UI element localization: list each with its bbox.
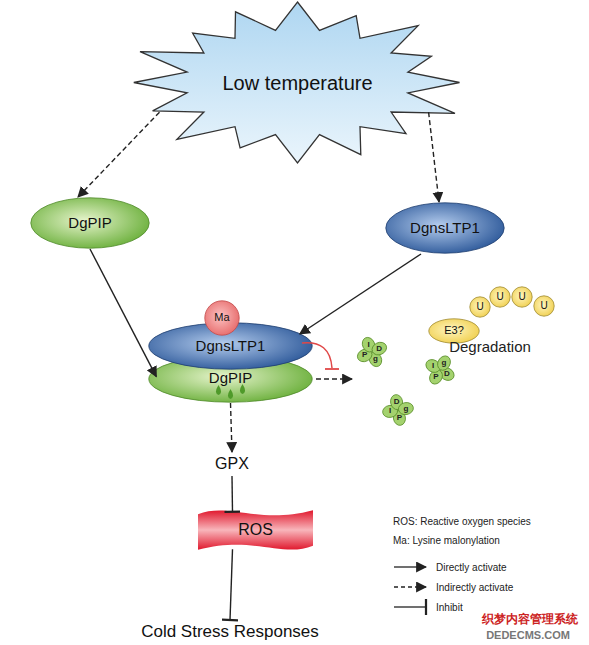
fragment-petal <box>437 365 456 383</box>
banner-node: ROS <box>198 506 313 554</box>
inhibit-connector <box>230 549 233 620</box>
protein-ellipse: DgnsLTP1 <box>385 202 505 254</box>
fragment-petal <box>427 367 445 386</box>
node-text: DgPIP <box>68 214 111 232</box>
legend-row: Inhibit <box>393 600 463 614</box>
fragment-petal <box>382 404 399 418</box>
fragment-letter: P <box>362 351 367 361</box>
starburst-shape <box>134 2 460 163</box>
legend-sample <box>393 600 429 614</box>
legend-text: Indirectly activate <box>436 582 513 593</box>
indirect-arrow <box>231 403 233 452</box>
ubiquitin-circle: U <box>511 286 533 308</box>
fragment-petal <box>435 354 453 373</box>
note-text: Ma: Lysine malonylation <box>393 535 500 547</box>
ellipse-shape <box>490 287 510 307</box>
node-text: U <box>476 301 483 313</box>
direct-arrow <box>300 254 421 334</box>
fragment-petal <box>355 347 374 364</box>
inhibit-connector <box>231 476 233 512</box>
fragment-letter: D <box>376 344 382 354</box>
fragment-letter: D <box>394 397 400 407</box>
fragment-petal <box>389 394 403 411</box>
fragment-petal <box>370 340 389 357</box>
ellipse-shape <box>205 301 239 335</box>
ubiquitin-circle: U <box>533 295 555 317</box>
fragment-letter: P <box>433 372 438 382</box>
ellipse-shape <box>149 323 312 369</box>
fragment-letter: g <box>403 404 408 414</box>
node-text: DgPIP <box>209 369 252 387</box>
node-text: U <box>496 291 503 303</box>
degradation-arrow <box>316 378 352 380</box>
water-drop <box>216 385 221 395</box>
note-text: ROS: Reactive oxygen species <box>393 516 531 528</box>
legend-line <box>394 566 426 567</box>
modification-circle: Ma <box>204 300 240 336</box>
legend-row: Directly activate <box>393 560 507 574</box>
process-label: Degradation <box>449 338 531 356</box>
node-text: E3? <box>444 324 464 337</box>
ellipse-shape <box>470 297 490 317</box>
fragment-letter: I <box>432 361 434 371</box>
inhibit-bar <box>325 368 339 370</box>
water-drop <box>228 389 233 399</box>
ellipse-shape <box>512 287 532 307</box>
node-text: Ma <box>214 311 229 324</box>
legend-text: Inhibit <box>436 602 463 613</box>
protein-ellipse: DgPIP <box>30 197 150 249</box>
legend-sample <box>393 580 429 594</box>
ellipse-shape <box>534 296 554 316</box>
watermark: DEDECMS.COM <box>486 629 570 642</box>
banner-shape <box>198 510 313 550</box>
fragment-letter: P <box>397 413 402 423</box>
node-text: GPX <box>215 454 249 473</box>
legend-line <box>394 606 426 607</box>
starburst-node: Low temperature <box>125 0 470 165</box>
indirect-arrow <box>429 112 439 202</box>
indirect-arrow <box>78 112 160 197</box>
fragment-letter: D <box>444 369 450 379</box>
watermark: 织梦内容管理系统 <box>482 612 578 626</box>
legend-line <box>394 586 426 587</box>
ubiquitin-circle: U <box>489 286 511 308</box>
fragment-petal <box>424 357 443 375</box>
fragment-letter: g <box>442 358 447 368</box>
ubiquitin-circle: U <box>469 296 491 318</box>
ellipse-shape <box>149 356 312 402</box>
legend-text: Directly activate <box>436 562 507 573</box>
node-text: Low temperature <box>222 71 372 95</box>
node-text: DgnsLTP1 <box>410 219 480 237</box>
fragment-letter: I <box>367 340 369 350</box>
text-node: Cold Stress Responses <box>95 620 365 644</box>
ellipse-shape <box>386 203 504 253</box>
legend-sample <box>393 560 429 574</box>
node-text: ROS <box>238 520 273 539</box>
fragment-letter: g <box>373 354 378 364</box>
legend-row: Indirectly activate <box>393 580 513 594</box>
text-node: GPX <box>204 452 260 476</box>
node-text: U <box>518 291 525 303</box>
node-text: DgnsLTP1 <box>196 337 266 355</box>
direct-arrow <box>90 249 156 377</box>
node-text: Cold Stress Responses <box>141 622 319 642</box>
node-text: U <box>540 300 547 312</box>
ellipse-shape <box>31 198 149 248</box>
fragment-letter: I <box>389 407 391 417</box>
